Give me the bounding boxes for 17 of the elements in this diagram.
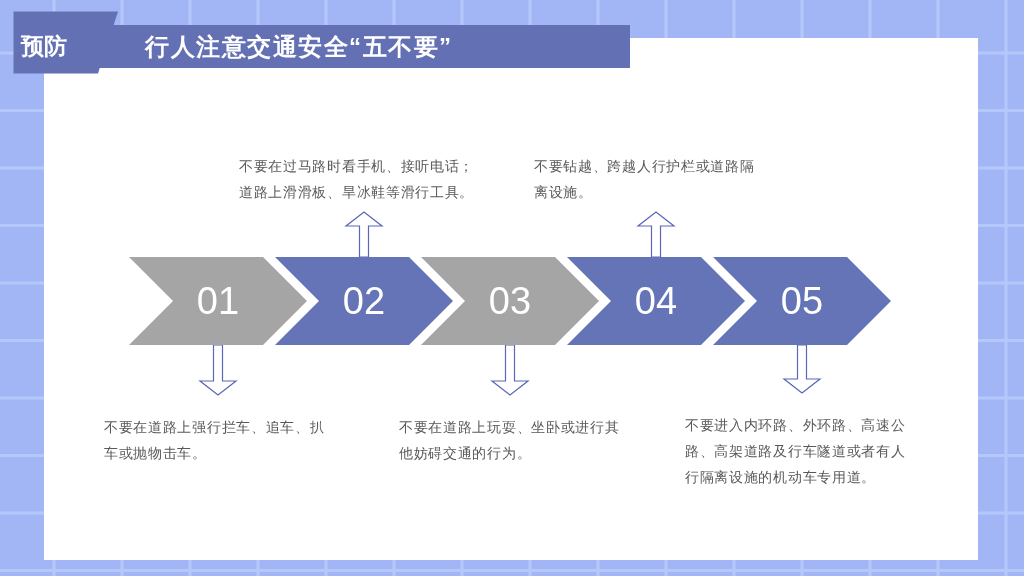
section-label: 预防 xyxy=(21,32,67,61)
instruction-text: 不要在道路上强行拦车、追车、扒车或抛物击车。 xyxy=(104,418,326,463)
hollow-arrow xyxy=(636,211,676,258)
hollow-arrow xyxy=(490,344,530,396)
hollow-arrow xyxy=(782,344,822,394)
step-number: 04 xyxy=(634,282,678,320)
hollow-arrow xyxy=(344,211,384,258)
step-number: 02 xyxy=(342,282,386,320)
step-number: 05 xyxy=(780,282,824,320)
step-number: 01 xyxy=(196,282,240,320)
instruction-text: 不要进入内环路、外环路、高速公路、高架道路及行车隧道或者有人行隔离设施的机动车专用道。 xyxy=(685,416,907,487)
hollow-arrow xyxy=(198,344,238,396)
title: 行人注意交通安全“五不要” xyxy=(145,32,453,62)
instruction-text: 不要在道路上玩耍、坐卧或进行其他妨碍交通的行为。 xyxy=(399,418,621,463)
instruction-text: 不要在过马路时看手机、接听电话；道路上滑滑板、旱冰鞋等滑行工具。 xyxy=(239,157,476,202)
instruction-text: 不要钻越、跨越人行护栏或道路隔离设施。 xyxy=(534,157,756,202)
step-number: 03 xyxy=(488,282,532,320)
